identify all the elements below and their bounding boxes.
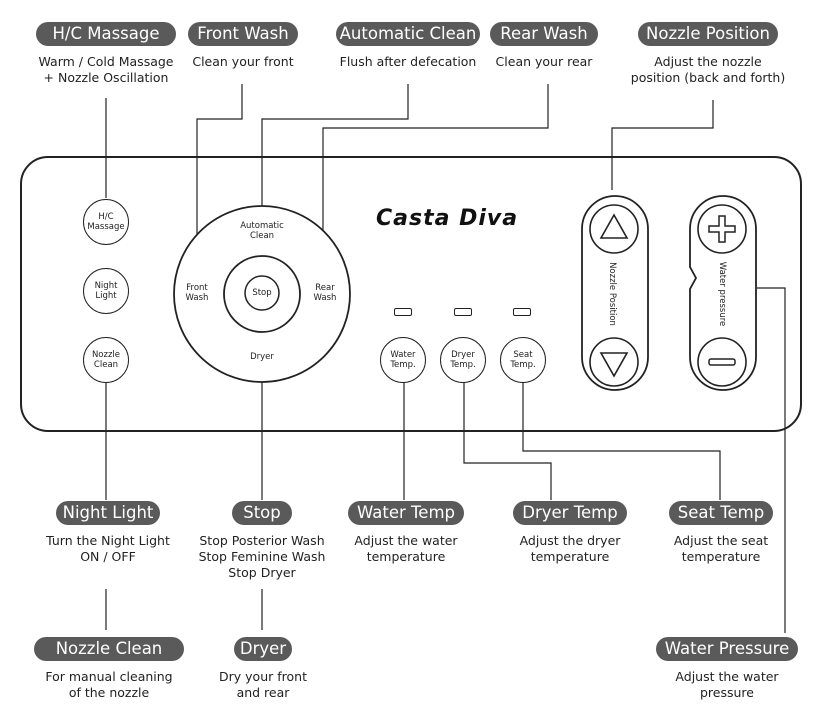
water-temp-callout-title: Water Temp bbox=[348, 501, 464, 525]
dryer-temp-button[interactable]: Dryer Temp. bbox=[440, 337, 486, 383]
dryer-callout-title: Dryer bbox=[234, 637, 292, 661]
brand-logo: Casta Diva bbox=[376, 206, 519, 231]
dial-stop-button[interactable]: Stop bbox=[252, 288, 272, 298]
night-light-callout-desc: Turn the Night Light ON / OFF bbox=[46, 533, 170, 564]
dial-rear-wash-label[interactable]: Rear Wash bbox=[313, 283, 337, 303]
dryer-temp-callout-title: Dryer Temp bbox=[513, 501, 627, 525]
pressure-down-button[interactable] bbox=[695, 335, 749, 389]
nozzle-position-label: Nozzle Position bbox=[607, 262, 617, 326]
arrow-down-icon bbox=[599, 352, 629, 378]
water-pressure-callout-desc: Adjust the water pressure bbox=[675, 669, 779, 700]
stop-callout-title: Stop bbox=[232, 501, 292, 525]
nozzle-clean-button[interactable]: Nozzle Clean bbox=[83, 337, 129, 383]
dial-dryer-label[interactable]: Dryer bbox=[250, 352, 274, 362]
nozzle-position-callout-desc: Adjust the nozzle position (back and for… bbox=[630, 54, 786, 85]
rear-wash-callout-title: Rear Wash bbox=[490, 22, 598, 46]
seat-temp-callout-desc: Adjust the seat temperature bbox=[673, 533, 769, 564]
hc-massage-callout-desc: Warm / Cold Massage + Nozzle Oscillation bbox=[38, 54, 174, 85]
seat-temp-callout-title: Seat Temp bbox=[669, 501, 773, 525]
seat-temp-indicator bbox=[513, 308, 531, 316]
nozzle-down-button[interactable] bbox=[587, 335, 641, 389]
seat-temp-button[interactable]: Seat Temp. bbox=[500, 337, 546, 383]
night-light-button[interactable]: Night Light bbox=[83, 268, 129, 314]
nozzle-position-callout-title: Nozzle Position bbox=[638, 22, 778, 46]
water-temp-indicator bbox=[394, 308, 412, 316]
arrow-up-icon bbox=[599, 213, 629, 239]
water-temp-button[interactable]: Water Temp. bbox=[380, 337, 426, 383]
automatic-clean-callout-title: Automatic Clean bbox=[336, 22, 480, 46]
hc-massage-button[interactable]: H/C Massage bbox=[83, 199, 129, 245]
hc-massage-callout-title: H/C Massage bbox=[36, 22, 176, 46]
nozzle-up-button[interactable] bbox=[587, 202, 641, 256]
water-pressure-callout-title: Water Pressure bbox=[656, 637, 798, 661]
pressure-up-button[interactable] bbox=[695, 202, 749, 256]
dryer-temp-indicator bbox=[454, 308, 472, 316]
automatic-clean-callout-desc: Flush after defecation bbox=[339, 54, 477, 69]
water-pressure-label: Water pressure bbox=[717, 261, 727, 327]
front-wash-callout-desc: Clean your front bbox=[192, 54, 294, 69]
water-temp-callout-desc: Adjust the water temperature bbox=[354, 533, 458, 564]
dial-front-wash-label[interactable]: Front Wash bbox=[185, 283, 209, 303]
dial-automatic-clean-label[interactable]: Automatic Clean bbox=[240, 221, 284, 241]
control-panel bbox=[20, 156, 802, 432]
plus-icon bbox=[708, 215, 736, 243]
wash-dial[interactable] bbox=[172, 204, 352, 384]
minus-icon bbox=[708, 358, 736, 366]
stop-callout-desc: Stop Posterior Wash Stop Feminine Wash S… bbox=[198, 533, 326, 580]
nozzle-clean-callout-desc: For manual cleaning of the nozzle bbox=[45, 669, 173, 700]
rear-wash-callout-desc: Clean your rear bbox=[495, 54, 593, 69]
dryer-temp-callout-desc: Adjust the dryer temperature bbox=[519, 533, 621, 564]
nozzle-clean-callout-title: Nozzle Clean bbox=[34, 637, 184, 661]
dryer-callout-desc: Dry your front and rear bbox=[219, 669, 307, 700]
front-wash-callout-title: Front Wash bbox=[188, 22, 298, 46]
night-light-callout-title: Night Light bbox=[56, 501, 160, 525]
